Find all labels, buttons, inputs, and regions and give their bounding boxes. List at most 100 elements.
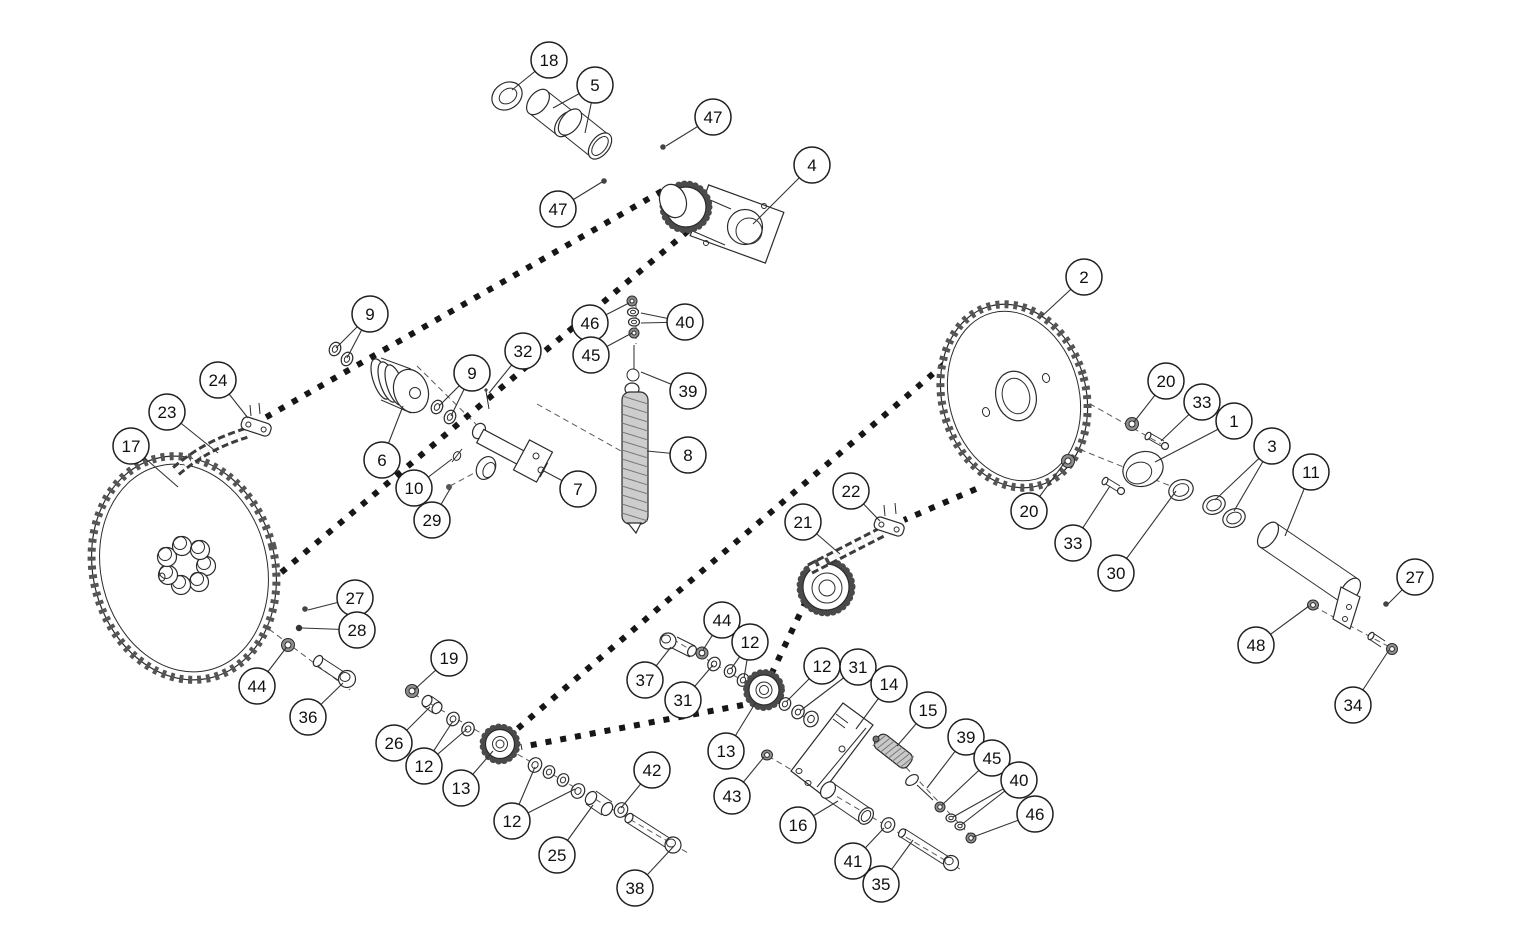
callout-balloon: [1147, 362, 1185, 400]
callout-balloon: [832, 472, 870, 510]
callout-balloon: [539, 190, 577, 228]
callout-balloon: [947, 718, 985, 756]
nut-19: [405, 684, 419, 698]
callout-number: 46: [581, 314, 600, 333]
screw-47-left: [601, 178, 607, 184]
washer-41: [880, 817, 896, 833]
nut-20-lower: [1061, 454, 1075, 468]
callout-balloon: [1097, 554, 1135, 592]
callout-number: 46: [1026, 805, 1045, 824]
callout-number: 23: [158, 403, 177, 422]
callout-40: 40: [952, 761, 1038, 826]
callout-15: 15: [896, 691, 947, 747]
callout-balloon: [572, 336, 610, 374]
callout-number: 45: [983, 749, 1002, 768]
callout-1: 1: [1154, 402, 1253, 463]
callout-number: 37: [636, 671, 655, 690]
callout-number: 12: [813, 657, 832, 676]
callout-balloon: [666, 303, 704, 341]
callout-balloon: [834, 842, 872, 880]
callout-25: 25: [538, 804, 594, 874]
callout-26: 26: [375, 706, 431, 762]
callout-number: 22: [842, 482, 861, 501]
hardware-stack-lower: [934, 801, 977, 844]
set-screw-10: [451, 448, 463, 463]
callout-balloon: [909, 691, 947, 729]
chain-segment-23: [172, 427, 248, 476]
callout-number: 8: [683, 446, 692, 465]
callout-39: 39: [640, 371, 707, 410]
callout-36: 36: [289, 682, 344, 736]
callout-balloon: [731, 623, 769, 661]
callout-40: 40: [640, 303, 704, 341]
callout-44: 44: [702, 601, 741, 651]
callout-number: 10: [405, 479, 424, 498]
callout-number: 11: [1302, 463, 1320, 482]
callout-13: 13: [442, 750, 494, 807]
callout-balloon: [351, 295, 389, 333]
callout-number: 4: [807, 156, 816, 175]
callout-44: 44: [238, 647, 287, 705]
pivot-arm-7: [471, 422, 554, 483]
callout-6: 6: [363, 405, 404, 479]
callout-39: 39: [926, 718, 985, 789]
shaft-11: [1256, 521, 1362, 630]
callout-number: 1: [1229, 412, 1238, 431]
callout-number: 47: [704, 108, 723, 127]
centerline-2: [449, 470, 479, 487]
pin-32: [484, 388, 490, 410]
callout-balloon: [363, 441, 401, 479]
callout-balloon: [1065, 258, 1103, 296]
callout-number: 39: [679, 382, 698, 401]
idler-sprocket-13-right: [743, 669, 785, 711]
callout-number: 24: [209, 371, 228, 390]
callout-12: 12: [493, 766, 576, 840]
callout-balloon: [669, 372, 707, 410]
callout-number: 31: [674, 691, 693, 710]
callout-balloon: [493, 802, 531, 840]
callout-balloon: [442, 769, 480, 807]
callout-number: 39: [957, 728, 976, 747]
callout-balloon: [694, 98, 732, 136]
callout-13: 13: [707, 701, 757, 770]
callout-number: 2: [1079, 268, 1088, 287]
master-link-22: [873, 502, 905, 537]
callout-balloon: [669, 436, 707, 474]
callout-balloon: [793, 146, 831, 184]
callout-31: 31: [799, 648, 877, 712]
callout-balloon: [707, 732, 745, 770]
washers-12-mid: [527, 757, 586, 799]
callout-number: 12: [503, 812, 522, 831]
callout-number: 30: [1107, 564, 1126, 583]
callout-47: 47: [539, 181, 603, 228]
bushings-5: [525, 88, 613, 160]
screw-29: [446, 484, 452, 490]
callout-27: 27: [1387, 558, 1434, 605]
callout-43: 43: [713, 756, 765, 815]
chain-runs: [250, 188, 992, 750]
callout-30: 30: [1097, 490, 1177, 592]
callout-number: 36: [299, 708, 318, 727]
callout-number: 44: [248, 677, 267, 696]
chain-run-0: [254, 188, 664, 426]
washers-9-lower: [430, 399, 457, 425]
nut-44-left: [281, 638, 295, 652]
callout-17: 17: [112, 427, 179, 488]
callout-24: 24: [199, 361, 249, 419]
callout-31: 31: [664, 664, 714, 719]
screw-27-right: [1383, 601, 1389, 607]
chain-run-2: [507, 322, 992, 739]
callout-balloon: [784, 503, 822, 541]
washers-3: [1202, 495, 1246, 528]
callout-number: 14: [880, 675, 899, 694]
callout-balloon: [538, 836, 576, 874]
callout-balloon: [713, 777, 751, 815]
callout-34: 34: [1334, 649, 1390, 724]
centerline-11: [1312, 605, 1398, 652]
callout-balloon: [973, 739, 1011, 777]
callout-45: 45: [572, 332, 633, 374]
callout-38: 38: [616, 845, 675, 907]
ring-30: [1168, 479, 1194, 501]
callout-number: 5: [590, 76, 599, 95]
